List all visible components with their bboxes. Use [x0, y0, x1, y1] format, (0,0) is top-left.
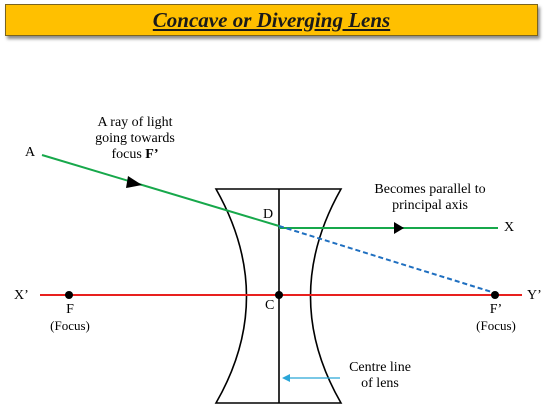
optical-centre-point-c [275, 291, 283, 299]
point-c-label: C [265, 298, 275, 313]
refracted-text-line1: Becomes parallel to [374, 182, 486, 197]
axis-right-label: Y’ [527, 288, 542, 303]
incident-ray-text-line1: A ray of light [97, 115, 173, 130]
incident-ray-text-line2: going towards [95, 131, 175, 146]
focus-right-label: F’ [489, 302, 503, 317]
focus-right-annotation: F’ (Focus) [466, 302, 526, 334]
centre-line-annotation: Centre line of lens [335, 360, 425, 392]
focus-point-f-prime [491, 291, 499, 299]
point-x-label: X [504, 220, 515, 235]
axis-left-label: X’ [14, 288, 29, 303]
incident-ray [41, 154, 280, 227]
centre-line-text-line2: of lens [361, 376, 399, 391]
focus-left-caption: (Focus) [50, 318, 90, 333]
point-a-label: A [25, 145, 36, 160]
focus-point-f [65, 291, 73, 299]
incident-ray-arrowhead [126, 176, 142, 188]
focus-f-prime-bold: F’ [145, 147, 159, 162]
incident-ray-text-prefix: focus [111, 147, 146, 162]
focus-left-annotation: F (Focus) [40, 302, 100, 334]
focus-right-caption: (Focus) [476, 318, 516, 333]
incident-ray-annotation: A ray of light going towards focus F’ [80, 115, 190, 163]
focus-left-label: F [66, 302, 74, 317]
diagram-title: Concave or Diverging Lens [152, 7, 391, 32]
point-d-label: D [263, 207, 274, 222]
concave-lens-outline [214, 188, 343, 404]
refracted-ray-annotation: Becomes parallel to principal axis [355, 182, 505, 214]
incident-ray-text-line3: focus F’ [80, 147, 190, 163]
refracted-ray-arrowhead [394, 222, 404, 234]
centre-line-text-line1: Centre line [349, 360, 411, 375]
refracted-text-line2: principal axis [392, 198, 468, 213]
ray-extension-dashed [278, 225, 496, 294]
centre-line-pointer-arrowhead [282, 374, 290, 382]
title-banner: Concave or Diverging Lens [5, 4, 538, 36]
